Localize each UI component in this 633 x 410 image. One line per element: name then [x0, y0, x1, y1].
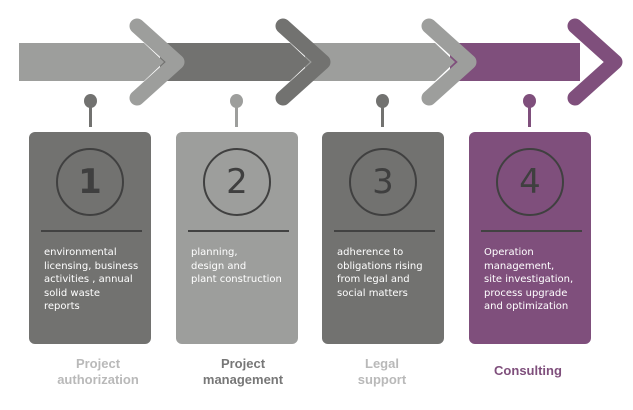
pin-dot-icon	[376, 94, 389, 108]
step-number-circle: 1	[56, 148, 124, 216]
step-number: 1	[78, 162, 102, 202]
step-number-circle: 3	[349, 148, 417, 216]
card-divider	[481, 230, 582, 232]
step-number: 4	[519, 162, 541, 202]
step-card-1: 1 environmental licensing, business acti…	[29, 132, 151, 344]
step-number: 3	[372, 162, 394, 202]
step-description: environmental licensing, business activi…	[44, 247, 139, 312]
arrow-segment-2	[160, 18, 331, 106]
pin-stem	[235, 105, 238, 127]
arrow-segment-1	[19, 18, 185, 106]
step-card-4: 4 Operation management, site investigati…	[469, 132, 591, 344]
step-description: Operation management, site investigation…	[484, 247, 574, 312]
step-description: adherence to obligations rising from leg…	[337, 247, 423, 299]
card-divider	[188, 230, 289, 232]
pin-stem	[528, 105, 531, 127]
step-description: planning, design and plant construction	[191, 247, 282, 285]
step-card-3: 3 adherence to obligations rising from l…	[322, 132, 444, 344]
step-label-2: Project management	[202, 356, 284, 387]
card-divider	[334, 230, 435, 232]
step-number-circle: 4	[496, 148, 564, 216]
process-arrow	[19, 18, 623, 106]
step-label-1: Project authorization	[57, 356, 139, 387]
card-divider	[41, 230, 142, 232]
step-label-4: Consulting	[494, 363, 562, 378]
pin-stem	[381, 105, 384, 127]
pin-stem	[89, 105, 92, 127]
pin-dot-icon	[84, 94, 97, 108]
step-number-circle: 2	[203, 148, 271, 216]
step-number: 2	[226, 162, 248, 202]
pin-dot-icon	[523, 94, 536, 108]
step-label-3: Legal support	[357, 356, 407, 387]
step-card-2: 2 planning, design and plant constructio…	[176, 132, 298, 344]
pin-dot-icon	[230, 94, 243, 108]
